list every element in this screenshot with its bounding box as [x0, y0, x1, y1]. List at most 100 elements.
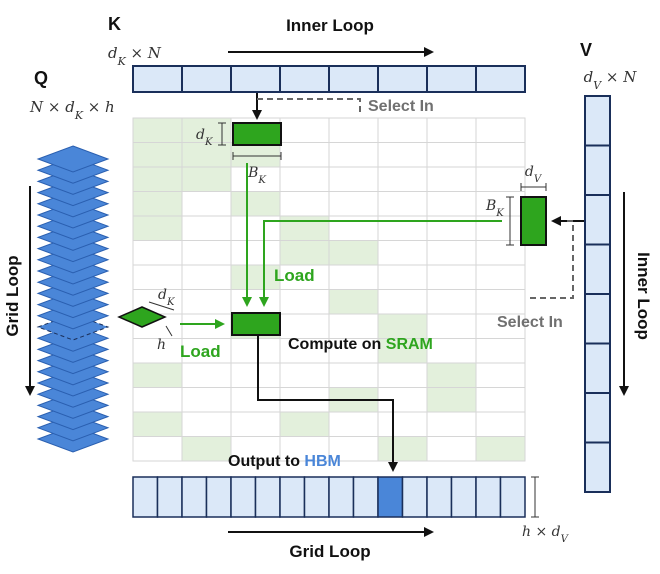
- tile-grid: [132, 117, 526, 462]
- q-grid-loop-label: Grid Loop: [3, 255, 22, 336]
- grid-tile: [279, 166, 330, 192]
- output-cell: [156, 476, 183, 518]
- v-cell: [584, 441, 611, 493]
- grid-tile: [181, 436, 232, 462]
- grid-tile: [230, 289, 281, 315]
- grid-tile: [132, 215, 183, 241]
- output-cell: [205, 476, 232, 518]
- k-cell: [426, 65, 477, 93]
- grid-tile: [328, 215, 379, 241]
- grid-tile: [279, 313, 330, 339]
- grid-tile: [230, 142, 281, 168]
- output-cell: [426, 476, 453, 518]
- k-inner-loop-label: Inner Loop: [286, 16, 374, 35]
- grid-tile: [279, 215, 330, 241]
- k-cell: [279, 65, 330, 93]
- output-cell: [352, 476, 379, 518]
- output-highlight: HBM: [304, 453, 340, 470]
- grid-tile: [475, 411, 526, 437]
- grid-tile: [328, 411, 379, 437]
- grid-tile: [426, 240, 477, 266]
- grid-tile: [426, 387, 477, 413]
- k-cell: [132, 65, 183, 93]
- grid-tile: [230, 436, 281, 462]
- output-cell: [499, 476, 526, 518]
- grid-tile: [426, 215, 477, 241]
- output-cell: [303, 476, 330, 518]
- v-inner-loop-label: Inner Loop: [634, 252, 653, 340]
- output-cell: [132, 476, 159, 518]
- grid-tile: [426, 436, 477, 462]
- grid-tile: [181, 313, 232, 339]
- grid-tile: [328, 117, 379, 143]
- q-stack: [36, 145, 110, 453]
- v-cell: [584, 95, 611, 147]
- k-block: [232, 122, 282, 146]
- grid-tile: [328, 264, 379, 290]
- k-letter: K: [108, 14, 121, 34]
- grid-tile: [230, 411, 281, 437]
- grid-tile: [328, 313, 379, 339]
- grid-tile: [475, 387, 526, 413]
- grid-tile: [132, 411, 183, 437]
- q-slice-bracket-top: [148, 301, 175, 311]
- k-vector: [132, 65, 526, 93]
- grid-tile: [475, 338, 526, 364]
- v-cell: [584, 342, 611, 394]
- grid-tile: [132, 387, 183, 413]
- output-prefix: Output to: [228, 453, 304, 470]
- grid-tile: [475, 313, 526, 339]
- grid-tile: [230, 338, 281, 364]
- output-vector: [132, 476, 526, 518]
- grid-tile: [475, 264, 526, 290]
- grid-tile: [279, 362, 330, 388]
- v-letter: V: [580, 40, 592, 60]
- grid-tile: [279, 289, 330, 315]
- k-cell: [475, 65, 526, 93]
- grid-tile: [328, 240, 379, 266]
- grid-tile: [230, 215, 281, 241]
- grid-tile: [279, 240, 330, 266]
- compute-highlight: SRAM: [386, 336, 433, 353]
- grid-tile: [426, 117, 477, 143]
- grid-tile: [132, 142, 183, 168]
- output-path: [257, 335, 398, 472]
- grid-tile: [475, 289, 526, 315]
- grid-tile: [181, 191, 232, 217]
- grid-tile: [279, 142, 330, 168]
- output-cell: [254, 476, 281, 518]
- grid-tile: [181, 215, 232, 241]
- k-cell: [230, 65, 281, 93]
- k-dims: dK × N: [108, 44, 162, 68]
- k-cell: [328, 65, 379, 93]
- grid-tile: [181, 117, 232, 143]
- v-dims: dV × N: [584, 68, 638, 92]
- grid-tile: [426, 264, 477, 290]
- q-slice: [117, 306, 167, 328]
- q-slice-bracket-bottom: [165, 325, 173, 337]
- grid-tile: [475, 166, 526, 192]
- grid-tile: [328, 142, 379, 168]
- select-in-right-label: Select In: [497, 314, 563, 331]
- compute-label: Compute on SRAM: [288, 336, 433, 353]
- grid-tile: [132, 191, 183, 217]
- load-path-v: [259, 220, 502, 307]
- grid-tile: [377, 117, 428, 143]
- compute-block: [231, 312, 281, 336]
- grid-tile: [475, 436, 526, 462]
- grid-tile: [377, 436, 428, 462]
- grid-tile: [377, 362, 428, 388]
- load-upper-label: Load: [274, 266, 315, 285]
- grid-tile: [181, 387, 232, 413]
- grid-tile: [181, 338, 232, 364]
- v-cell: [584, 144, 611, 196]
- grid-tile: [132, 240, 183, 266]
- output-cell: [450, 476, 477, 518]
- grid-tile: [426, 313, 477, 339]
- grid-tile: [328, 191, 379, 217]
- grid-tile: [132, 117, 183, 143]
- q-letter: Q: [34, 68, 48, 88]
- v-select-dashed: [527, 220, 574, 299]
- grid-tile: [230, 387, 281, 413]
- grid-tile: [426, 289, 477, 315]
